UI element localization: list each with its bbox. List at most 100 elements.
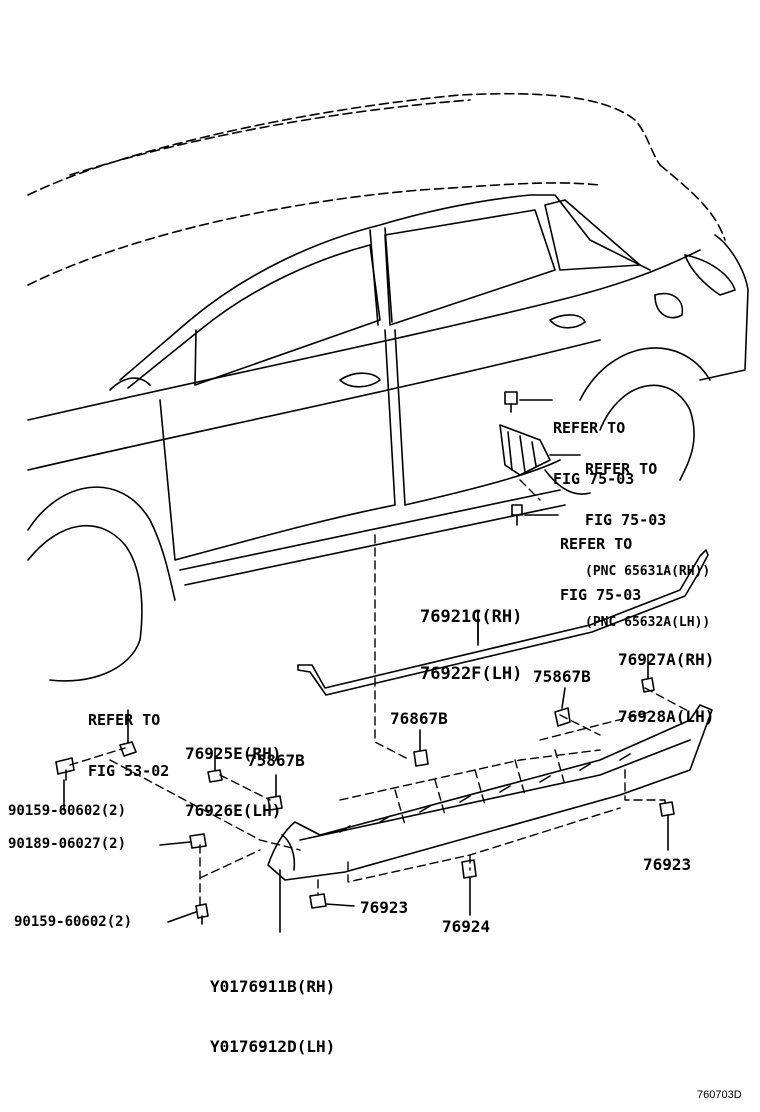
rocker-panel bbox=[267, 704, 713, 881]
refer-bracket-pnc-lh: (PNC 65632A(LH)) bbox=[585, 615, 711, 630]
label-screw-top: 90159-60602(2) bbox=[8, 803, 127, 819]
front-wheel-arch bbox=[27, 486, 176, 601]
rocker-panel-lh: Y0176912D(LH) bbox=[210, 1037, 336, 1056]
guide-12 bbox=[219, 774, 271, 801]
refer-bracket-line1: REFER TO bbox=[585, 460, 658, 478]
nut-76923-left bbox=[309, 893, 327, 909]
label-mudguard-pad: 76927A(RH) 76928A(LH) bbox=[618, 612, 714, 745]
label-clip-76924: 76924 bbox=[442, 917, 491, 936]
label-refer-bracket: REFER TO FIG 75-03 (PNC 65631A(RH)) (PNC… bbox=[585, 427, 710, 648]
rear-wheel-arch bbox=[579, 347, 711, 401]
label-clip-90189: 90189-06027(2) bbox=[8, 836, 127, 852]
guide-13 bbox=[559, 714, 601, 736]
pad-76925 bbox=[207, 769, 223, 783]
molding-rh: 76921C(RH) bbox=[420, 607, 523, 627]
guide-3 bbox=[339, 749, 601, 801]
pillar-b bbox=[369, 227, 393, 326]
pad-76925-lh: 76926E(LH) bbox=[185, 801, 282, 820]
label-nut-76923-right: 76923 bbox=[643, 855, 692, 874]
leader-75867b-right bbox=[561, 687, 566, 709]
molding-lh: 76922F(LH) bbox=[420, 664, 523, 684]
label-clip-75867b-right: 75867B bbox=[533, 667, 591, 686]
rear-bumper bbox=[699, 234, 749, 381]
guide-4 bbox=[347, 807, 621, 883]
belt-line bbox=[27, 249, 701, 421]
label-clip-76867b: 76867B bbox=[390, 709, 448, 728]
bolt-top bbox=[504, 391, 518, 413]
leader-screw-bottom bbox=[167, 911, 197, 923]
door-handle-rear bbox=[549, 314, 586, 329]
diagram-id: 760703D bbox=[697, 1089, 742, 1101]
guide-6 bbox=[539, 711, 651, 741]
label-rocker-panel: Y0176911B(RH) Y0176912D(LH) bbox=[210, 937, 335, 1077]
guide-1 bbox=[374, 534, 411, 761]
rocker-panel-ridge bbox=[299, 739, 691, 841]
label-molding: 76921C(RH) 76922F(LH) bbox=[420, 570, 522, 703]
rocker-end-front bbox=[281, 834, 296, 871]
guide-9 bbox=[69, 747, 126, 766]
roof-side bbox=[27, 182, 601, 286]
screw-top bbox=[55, 757, 75, 781]
clip-75867b-right bbox=[554, 707, 571, 727]
refer-top-a-line1: REFER TO bbox=[553, 419, 626, 437]
roof-outline bbox=[27, 92, 661, 196]
rocker-panel-rh: Y0176911B(RH) bbox=[210, 977, 336, 996]
bracket-leader bbox=[544, 454, 591, 495]
refer-bracket-pnc-rh: (PNC 65631A(RH)) bbox=[585, 564, 711, 579]
guide-2 bbox=[519, 479, 541, 501]
roof-rear bbox=[659, 164, 726, 241]
clip-90189 bbox=[189, 833, 207, 849]
quarter-glass bbox=[544, 199, 641, 271]
refer-53-line1: REFER TO bbox=[88, 711, 161, 729]
guide-5 bbox=[394, 749, 566, 826]
refer-top-a-line2: FIG 75-03 bbox=[553, 470, 635, 488]
label-refer-bolt-b: REFER TO FIG 75-03 bbox=[560, 502, 641, 621]
bolt-bottom bbox=[511, 504, 523, 526]
leader-90189 bbox=[159, 841, 191, 846]
rocker-top bbox=[179, 489, 561, 571]
pad-76927a bbox=[641, 677, 655, 693]
bracket-detail bbox=[507, 431, 537, 473]
guide-8 bbox=[109, 759, 301, 851]
clip-76867b bbox=[413, 749, 429, 767]
guide-11 bbox=[199, 849, 261, 879]
leader-76923-left bbox=[325, 903, 355, 907]
body-side bbox=[27, 339, 601, 471]
label-refer-top-a: REFER TO FIG 75-03 bbox=[553, 386, 634, 505]
guide-7 bbox=[624, 769, 666, 809]
molding-strip bbox=[297, 549, 709, 696]
label-pad-76925: 76925E(RH) 76926E(LH) bbox=[185, 706, 281, 839]
front-wheel-arch-inner bbox=[27, 524, 143, 682]
front-door bbox=[159, 329, 396, 561]
guide-14 bbox=[644, 687, 691, 713]
pad-76925-rh: 76925E(RH) bbox=[185, 744, 282, 763]
nut-76923-right bbox=[659, 801, 675, 817]
rocker-bottom bbox=[184, 504, 566, 586]
clip-refer-53 bbox=[119, 741, 137, 757]
mudguard-pad-lh: 76928A(LH) bbox=[618, 707, 715, 726]
rear-wheel-arch-inner bbox=[599, 384, 695, 481]
rear-light bbox=[684, 254, 736, 296]
refer-bolt-b-line1: REFER TO bbox=[560, 535, 633, 553]
rear-window bbox=[384, 209, 556, 326]
label-nut-76923-left: 76923 bbox=[360, 898, 409, 917]
mirror-area bbox=[109, 377, 151, 391]
label-screw-bottom: 90159-60602(2) bbox=[14, 914, 133, 930]
rear-door bbox=[394, 329, 561, 506]
refer-bracket-line2: FIG 75-03 bbox=[585, 511, 667, 529]
screw-bottom bbox=[195, 903, 209, 925]
rocker-clips bbox=[339, 753, 631, 833]
door-handle-front bbox=[339, 372, 381, 388]
bracket bbox=[499, 424, 551, 476]
clip-76924 bbox=[461, 859, 477, 879]
refer-bolt-b-line2: FIG 75-03 bbox=[560, 586, 642, 604]
fuel-lid bbox=[654, 292, 684, 319]
roof-line-2 bbox=[69, 99, 471, 176]
window-frame bbox=[119, 194, 651, 381]
mudguard-pad-rh: 76927A(RH) bbox=[618, 650, 715, 669]
refer-53-line2: FIG 53-02 bbox=[88, 762, 170, 780]
label-clip-75867b-left: 75867B bbox=[247, 751, 305, 770]
label-refer-53: REFER TO FIG 53-02 bbox=[88, 678, 169, 797]
window-inner bbox=[127, 244, 381, 389]
